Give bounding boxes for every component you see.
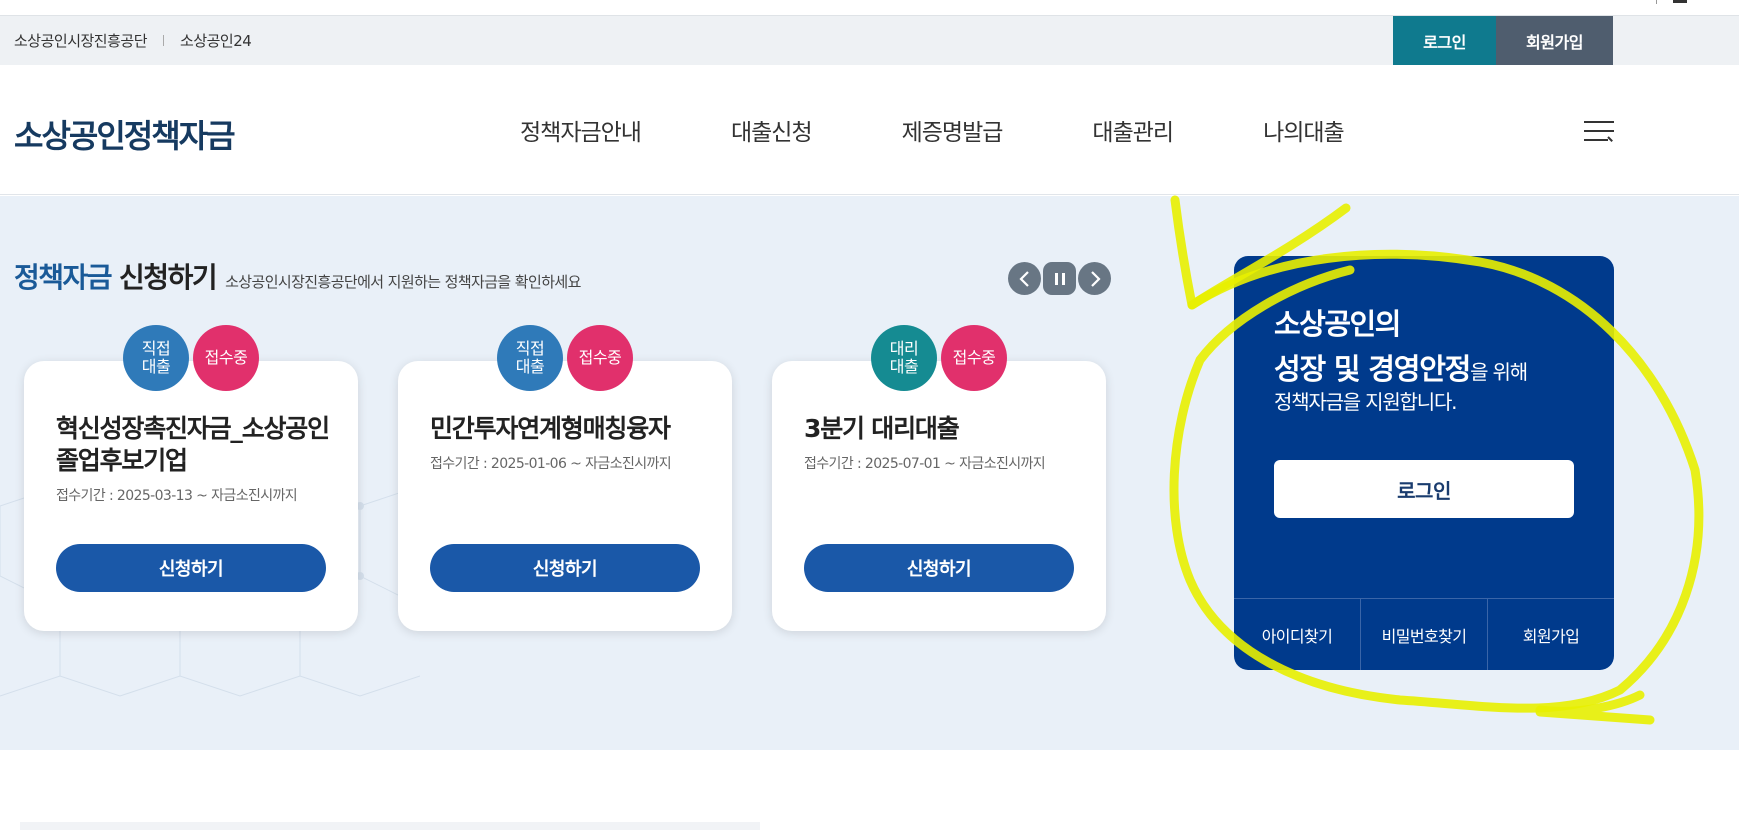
top-join-button[interactable]: 회원가입 [1496,16,1613,65]
top-right-mark [1673,0,1687,3]
apply-button[interactable]: 신청하기 [430,544,700,592]
nav-item-policy-guide[interactable]: 정책자금안내 [520,120,642,146]
chevron-right-icon[interactable] [1078,262,1111,295]
nav-item-certificates[interactable]: 제증명발급 [901,120,1004,146]
login-panel-links: 아이디찾기 비밀번호찾기 회원가입 [1234,598,1614,670]
utility-separator [163,35,165,46]
utility-link-semas[interactable]: 소상공인시장진흥공단 [14,32,148,50]
card-badges: 직접 대출 접수중 [123,325,263,391]
auth-buttons: 로그인 회원가입 [1393,16,1613,65]
nav-item-my-loans[interactable]: 나의대출 [1263,120,1345,146]
card-period: 접수기간 : 2025-01-06 ~ 자금소진시까지 [430,456,672,472]
status-badge: 접수중 [567,325,633,391]
fund-card: 대리 대출 접수중 3분기 대리대출 접수기간 : 2025-07-01 ~ 자… [772,325,1106,631]
section-description: 소상공인시장진흥공단에서 지원하는 정책자금을 확인하세요 [225,273,581,291]
login-panel-caption: 정책자금을 지원합니다. [1274,390,1458,414]
status-badge: 접수중 [193,325,259,391]
chevron-left-icon[interactable] [1008,262,1041,295]
card-title: 민간투자연계형매칭융자 [430,414,671,443]
loan-type-badge: 직접 대출 [123,325,189,391]
fund-card: 직접 대출 접수중 민간투자연계형매칭융자 접수기간 : 2025-01-06 … [398,325,732,631]
card-badges: 대리 대출 접수중 [871,325,1011,391]
login-panel-heading: 소상공인의 [1274,307,1401,341]
login-panel: 소상공인의 성장 및 경영안정을 위해 정책자금을 지원합니다. 로그인 아이디… [1234,256,1614,670]
fund-card: 직접 대출 접수중 혁신성장촉진자금_소상공인 졸업후보기업 접수기간 : 20… [24,325,358,631]
site-header: 소상공인정책자금 정책자금안내 대출신청 제증명발급 대출관리 나의대출 [0,65,1739,195]
lower-content-strip [20,822,760,830]
status-badge: 접수중 [941,325,1007,391]
pause-icon[interactable] [1043,262,1076,295]
top-login-button[interactable]: 로그인 [1393,16,1496,65]
top-divider [1656,0,1657,4]
main-visual-section: 정책자금 신청하기 소상공인시장진흥공단에서 지원하는 정책자금을 확인하세요 … [0,196,1739,750]
section-title: 정책자금 신청하기 소상공인시장진흥공단에서 지원하는 정책자금을 확인하세요 [14,256,581,296]
section-title-highlight: 정책자금 [14,261,113,294]
signup-link[interactable]: 회원가입 [1487,599,1614,670]
card-title: 혁신성장촉진자금_소상공인 졸업후보기업 [56,414,330,475]
find-password-link[interactable]: 비밀번호찾기 [1360,599,1487,670]
login-button[interactable]: 로그인 [1274,460,1574,518]
main-nav: 정책자금안내 대출신청 제증명발급 대출관리 나의대출 [520,113,1434,147]
apply-button[interactable]: 신청하기 [804,544,1074,592]
nav-item-loan-apply[interactable]: 대출신청 [730,120,813,146]
apply-button[interactable]: 신청하기 [56,544,326,592]
slider-controls [1008,262,1113,295]
login-panel-subheading: 성장 및 경영안정을 위해 [1274,352,1528,386]
card-title: 3분기 대리대출 [804,414,960,443]
loan-type-badge: 대리 대출 [871,325,937,391]
card-badges: 직접 대출 접수중 [497,325,637,391]
card-period: 접수기간 : 2025-03-13 ~ 자금소진시까지 [56,488,298,504]
nav-item-loan-manage[interactable]: 대출관리 [1092,120,1174,146]
find-id-link[interactable]: 아이디찾기 [1261,626,1333,646]
loan-type-badge: 직접 대출 [497,325,563,391]
browser-top-strip [0,0,1739,16]
hamburger-menu-icon[interactable] [1584,119,1614,143]
utility-link-sbiz24[interactable]: 소상공인24 [180,32,252,50]
card-period: 접수기간 : 2025-07-01 ~ 자금소진시까지 [804,456,1046,472]
utility-links: 소상공인시장진흥공단 소상공인24 [14,16,252,65]
utility-bar: 소상공인시장진흥공단 소상공인24 로그인 회원가입 [0,16,1739,65]
section-title-rest: 신청하기 [119,261,218,294]
site-logo[interactable]: 소상공인정책자금 [14,117,236,155]
